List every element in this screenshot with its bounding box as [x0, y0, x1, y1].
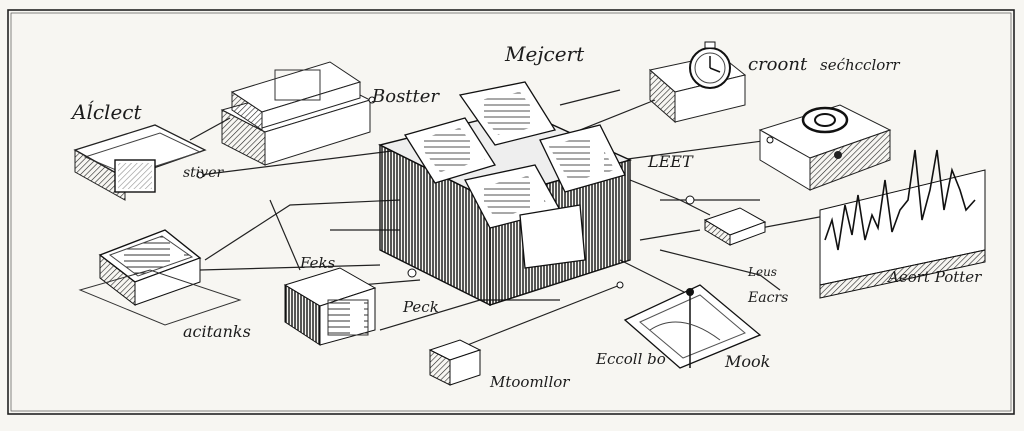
feks-box — [283, 267, 377, 346]
label-tooomllor: Mtoomllor — [490, 373, 570, 391]
label-accoll: Eccoll bo — [596, 350, 666, 368]
label-object: Aĺclect — [72, 100, 142, 124]
main-stack — [377, 81, 633, 307]
label-peck: Peck — [403, 298, 439, 316]
left-tray — [78, 229, 242, 326]
connector-device — [685, 195, 767, 246]
label-eacrs: Eacrs — [748, 290, 789, 306]
nodes — [196, 96, 774, 289]
stopwatch-module — [648, 41, 747, 124]
label-booster: Bostter — [372, 86, 440, 107]
booster-stack — [220, 61, 372, 166]
label-croont: croont — [748, 54, 808, 75]
small-device — [428, 339, 482, 386]
label-apart-potter: Aeort Potter — [888, 268, 982, 286]
model-platform — [623, 284, 762, 369]
page-border — [7, 9, 1015, 415]
label-selector: sećhcclorr — [820, 56, 900, 74]
waveform-line — [824, 149, 976, 251]
object-tray — [73, 124, 207, 201]
label-leus: Leus — [748, 265, 777, 279]
label-feks: Feks — [300, 254, 336, 272]
selector-module — [758, 104, 892, 191]
connector-lines — [189, 89, 831, 351]
label-stiver: stiver — [183, 165, 224, 181]
label-meject: Mejcert — [505, 42, 585, 66]
waveform-panel — [819, 149, 986, 299]
label-mook: Mook — [725, 352, 771, 371]
gear-icon — [801, 106, 849, 134]
label-leet: LEET — [648, 152, 693, 171]
label-acitanks: acitanks — [183, 322, 251, 341]
